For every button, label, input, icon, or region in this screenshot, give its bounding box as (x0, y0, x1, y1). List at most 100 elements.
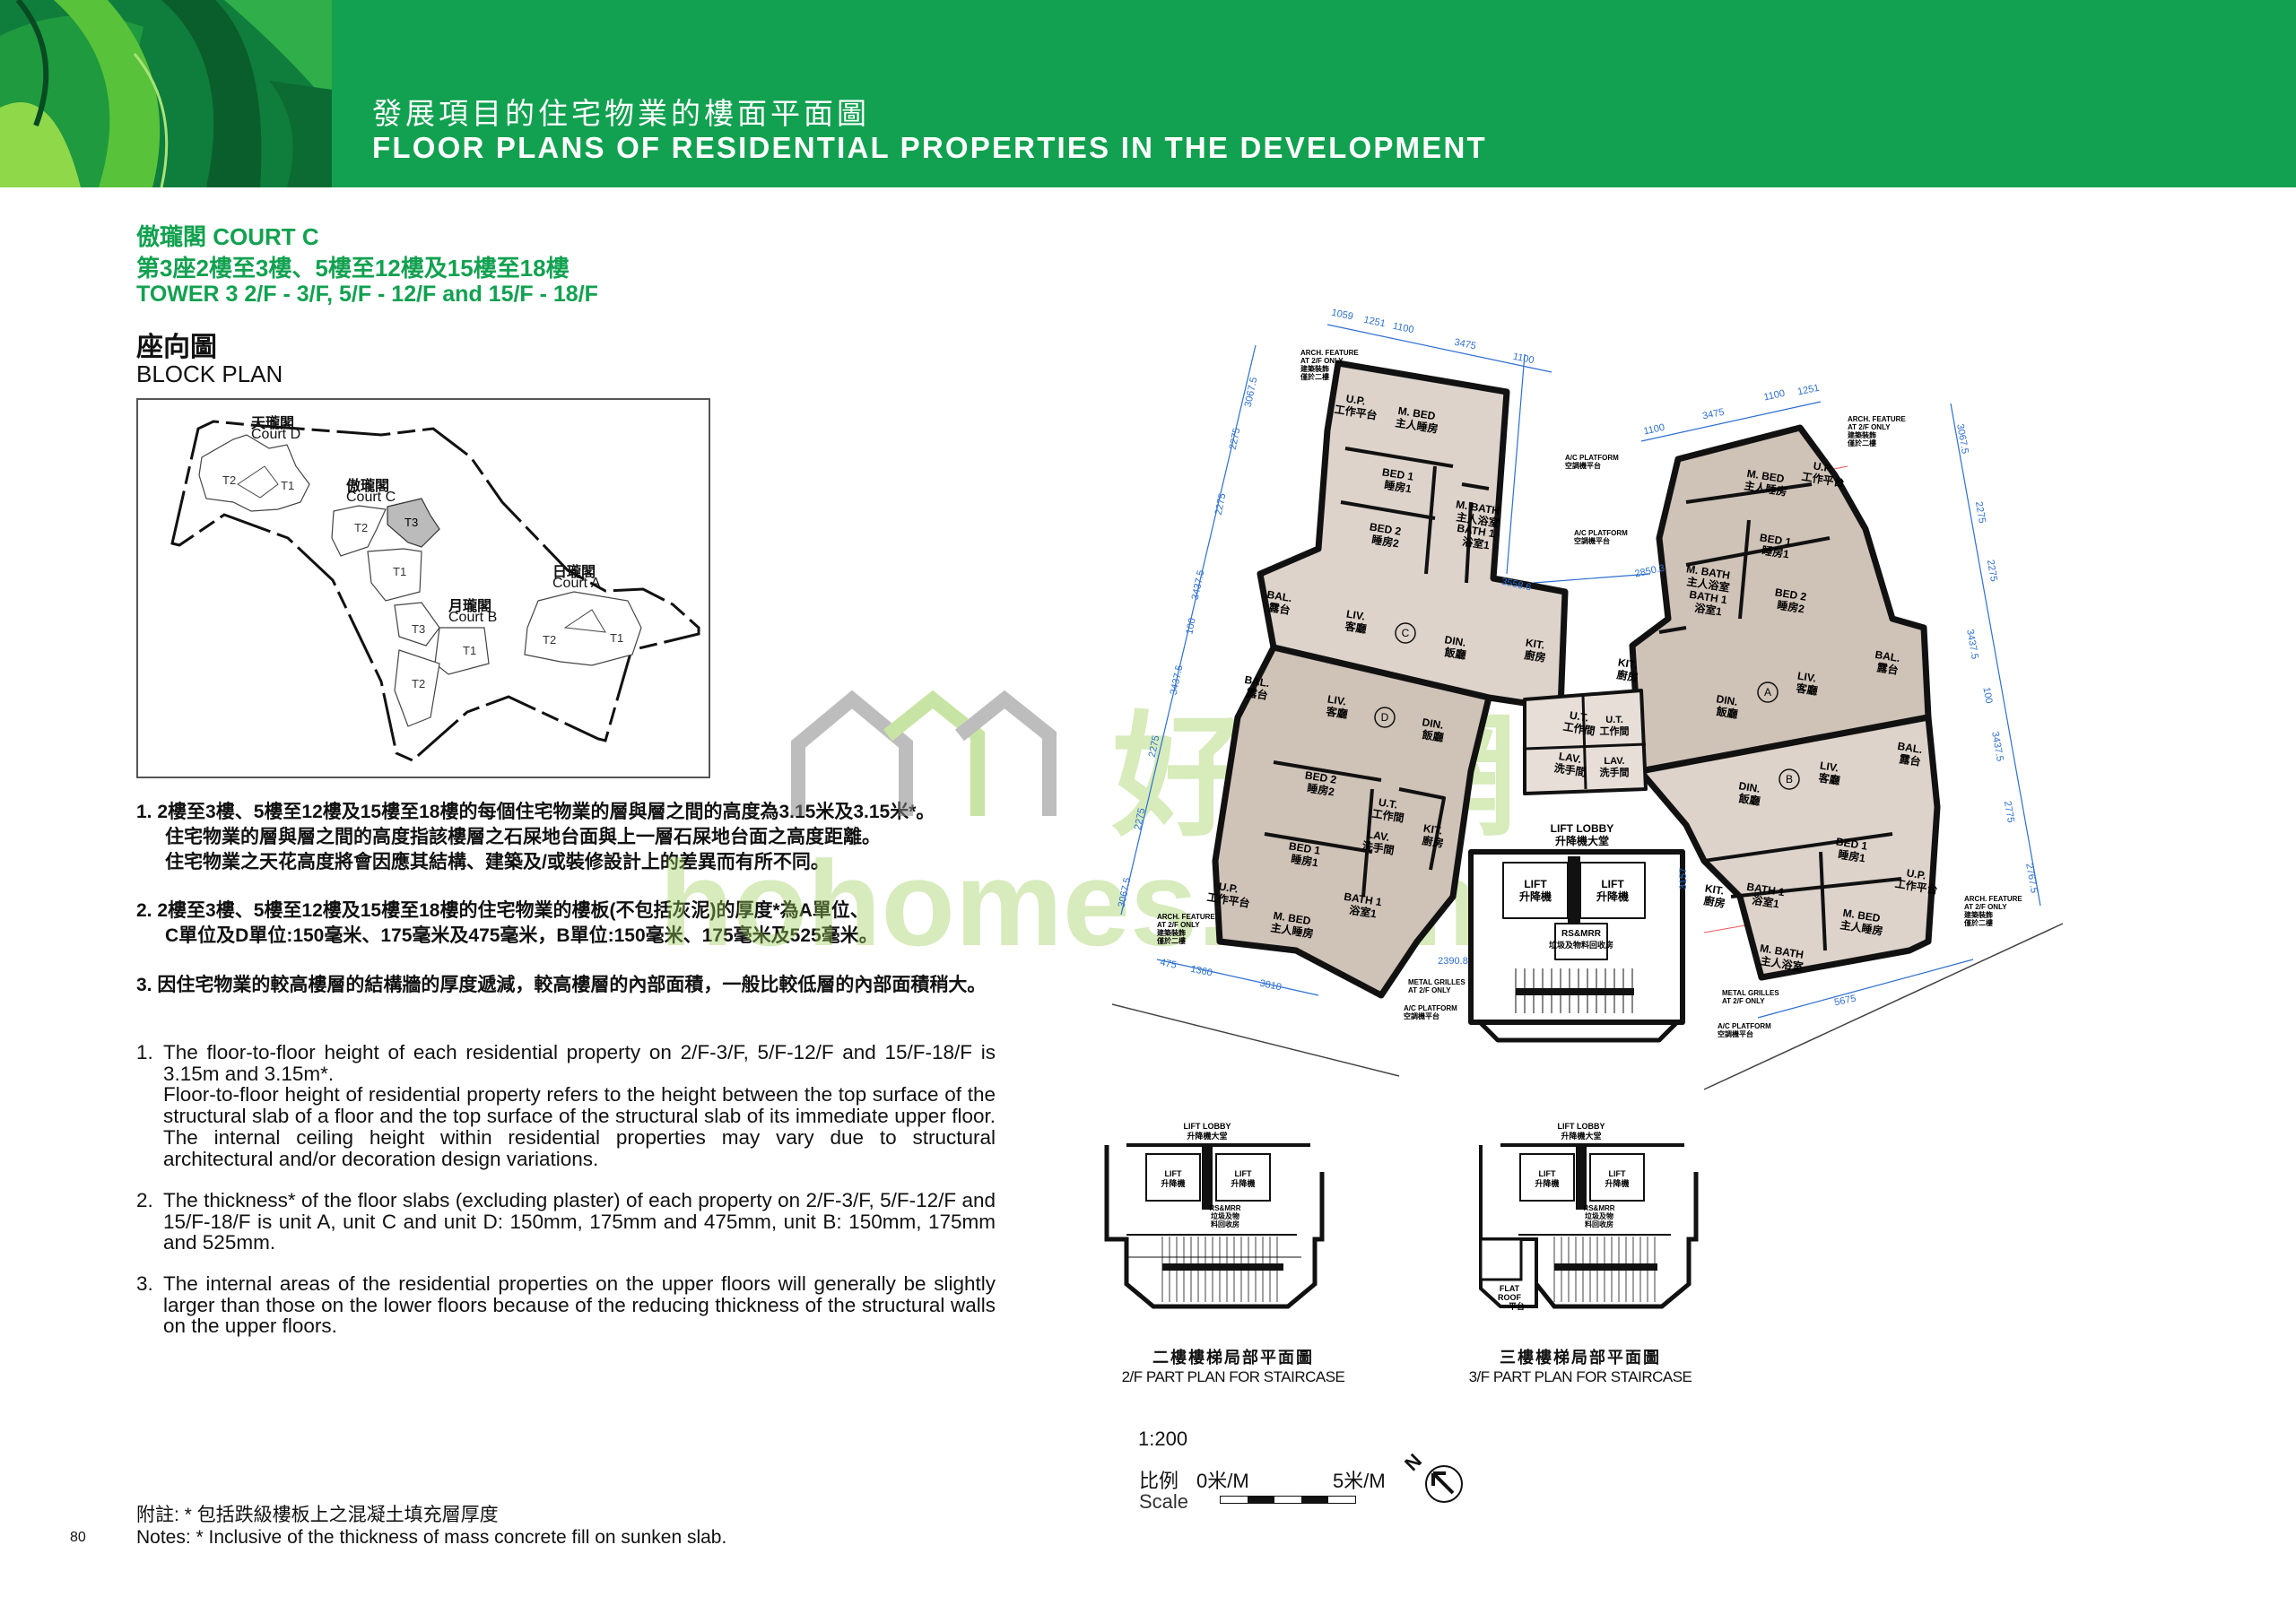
north-arrow-icon (1425, 1465, 1463, 1503)
note-en-3: 3. The internal areas of the residential… (136, 1272, 996, 1338)
room-label-c-m-bath: M. BATH (1455, 498, 1500, 517)
room-label-b-liv: LIV. (1819, 759, 1839, 775)
ac-platform-note: A/C PLATFORM (1565, 454, 1619, 462)
note-en-1: 1. The floor-to-floor height of each res… (136, 1041, 996, 1170)
room-label-a-bed-2-zh: 睡房2 (1776, 598, 1805, 616)
room-label-a-bath-1: BATH 1 (1689, 588, 1728, 607)
block-plan-title-en: BLOCK PLAN (136, 360, 283, 387)
page-number: 80 (70, 1530, 86, 1545)
room-label-b-u-p-zh: 工作平台 (1894, 876, 1939, 896)
dimension-label: 1100 (1643, 422, 1666, 438)
dimension-label: 3437.5 (1190, 569, 1207, 601)
ac-platform-note: 空調機平台 (1565, 461, 1601, 470)
svg-text:T1: T1 (281, 479, 294, 492)
note-en-2: 2. The thickness* of the floor slabs (ex… (136, 1189, 996, 1254)
note-zh-3: 3. 因住宅物業的較高樓層的結構牆的厚度遞減，較高樓層的內部面積，一般比較低層的… (136, 975, 987, 995)
dimension-label: 3437.5 (1989, 731, 2005, 762)
svg-text:升降機: 升降機 (1161, 1178, 1185, 1188)
dimension-label: 2767.5 (2023, 863, 2039, 894)
page-title-zh: 發展項目的住宅物業的樓面平面圖 (372, 97, 870, 130)
floors-en: TOWER 3 2/F - 3/F, 5/F - 12/F and 15/F -… (136, 282, 598, 307)
svg-text:升降機: 升降機 (1605, 1178, 1629, 1188)
room-label-a-bal-zh: 露台 (1876, 660, 1900, 677)
room-label-b-m-bath-zh: 主人浴室 (1760, 953, 1805, 973)
stair-plan-3f: LIFT LOBBY 升降機大堂 LIFT 升降機 LIFT 升降機 RS&MR… (1465, 1118, 1716, 1347)
scale-label-zh: 比例 (1139, 1470, 1179, 1492)
flat-roof-label: FLAT (1500, 1284, 1520, 1293)
metal-grilles-note: METAL GRILLES (1408, 978, 1465, 986)
room-label-b-din-zh: 飯廳 (1737, 791, 1761, 808)
room-label-c-bed-1-zh: 睡房1 (1383, 478, 1413, 496)
unit-mark-a: A (1764, 686, 1771, 699)
dimension-label: 2275 (1228, 427, 1243, 450)
arch-feature-note: ARCH. FEATURE (1964, 895, 2022, 903)
court-d-en: Court D (251, 427, 301, 442)
room-label-c-u-p: U.P. (1345, 392, 1367, 407)
dimension-label: 3475 (1453, 337, 1476, 352)
dimension-label: 3067.5 (1954, 423, 1970, 455)
room-label-b-m-bed: M. BED (1842, 907, 1882, 924)
scale-end: 5米/M (1333, 1470, 1386, 1492)
room-label-c-bed-1: BED 1 (1381, 465, 1414, 482)
room-label-b-liv-zh: 客廳 (1817, 770, 1841, 787)
page-title-en: FLOOR PLANS OF RESIDENTIAL PROPERTIES IN… (372, 131, 1487, 164)
ac-platform-note: 空調機平台 (1574, 536, 1610, 545)
svg-text:LIFT: LIFT (1235, 1169, 1252, 1178)
room-label-c-din-zh: 飯廳 (1443, 645, 1467, 662)
room-label-a-bed-1-zh: 睡房1 (1761, 543, 1790, 561)
svg-text:T1: T1 (463, 644, 476, 657)
dimension-label: 3437.5 (1964, 629, 1980, 660)
court-b-en: Court B (448, 610, 498, 625)
svg-text:T2: T2 (543, 633, 556, 647)
room-label-c-bath-1-zh: 浴室1 (1461, 534, 1491, 552)
room-label-a-liv-zh: 客廳 (1795, 681, 1819, 698)
room-label-b-u-p: U.P. (1906, 866, 1927, 881)
lift-label: LIFT (1524, 878, 1547, 890)
lift-lobby-label: LIFT LOBBY (1551, 822, 1614, 835)
room-label-c-bath-1: BATH 1 (1457, 522, 1496, 541)
unit-mark-c: C (1402, 627, 1410, 639)
footnote-en: Notes: * Inclusive of the thickness of m… (136, 1527, 727, 1548)
room-label-a-u-p-zh: 工作平台 (1801, 469, 1846, 489)
dimension-label: 5675 (1833, 994, 1857, 1009)
room-label-b-bed-1: BED 1 (1835, 835, 1868, 852)
core-ut-label: U.T. (1605, 715, 1623, 725)
room-label-c-bed-2: BED 2 (1369, 520, 1402, 537)
lift-label-zh: 升降機 (1519, 890, 1552, 903)
tower-label: T2 (222, 473, 236, 487)
note-zh-1: 1. 2樓至3樓、5樓至12樓及15樓至18樓的每個住宅物業的層與層之間的高度為… (136, 802, 935, 872)
dimension-label: 100 (1184, 617, 1198, 635)
header-leaf-artwork (0, 0, 332, 187)
dimension-label: 1251 (1796, 383, 1820, 398)
core-lav-label: LAV. (1604, 756, 1624, 767)
room-label-c-bed-2-zh: 睡房2 (1370, 533, 1400, 551)
room-label-a-m-bath-zh: 主人浴室 (1686, 574, 1731, 594)
arch-feature-note: AT 2/F ONLY (1964, 903, 2007, 911)
room-label-a-m-bath: M. BATH (1685, 562, 1731, 582)
arch-feature-note: ARCH. FEATURE (1848, 415, 1906, 423)
court-b-zh: 月瓏閣 (448, 599, 492, 614)
room-label-a-kit: KIT. (1617, 655, 1638, 671)
dimension-label: 3475 (1701, 407, 1725, 422)
room-label-b-din: DIN. (1738, 779, 1761, 795)
court-d-zh: 天瓏閣 (251, 416, 295, 431)
room-label-a-u-t-zh: 工作間 (1562, 719, 1596, 737)
stair-plan-2f-title-zh: 二樓樓梯局部平面圖 (1152, 1349, 1314, 1367)
room-label-a-din: DIN. (1716, 692, 1739, 708)
scale-start: 0米/M (1196, 1470, 1249, 1492)
room-label-c-u-p-zh: 工作平台 (1334, 402, 1378, 421)
room-label-c-m-bed: M. BED (1397, 404, 1437, 422)
metal-grilles-note: AT 2/F ONLY (1408, 986, 1451, 994)
room-label-b-m-bath: M. BATH (1759, 942, 1805, 961)
room-label-b-bath-1-zh: 浴室1 (1751, 893, 1780, 911)
room-label-a-u-p: U.P. (1813, 459, 1834, 474)
dimension-label: 2275 (1213, 492, 1229, 516)
stair-plan-3f-title-zh: 三樓樓梯局部平面圖 (1500, 1349, 1661, 1367)
court-c-zh: 傲瓏閣 (346, 479, 390, 494)
dimension-label: 2275 (1985, 559, 1999, 582)
block-plan-title-zh: 座向圖 (136, 333, 217, 362)
dimension-label: 1059 (1330, 308, 1353, 323)
svg-text:平台: 平台 (1509, 1301, 1525, 1311)
svg-text:料回收房: 料回收房 (1211, 1219, 1239, 1228)
